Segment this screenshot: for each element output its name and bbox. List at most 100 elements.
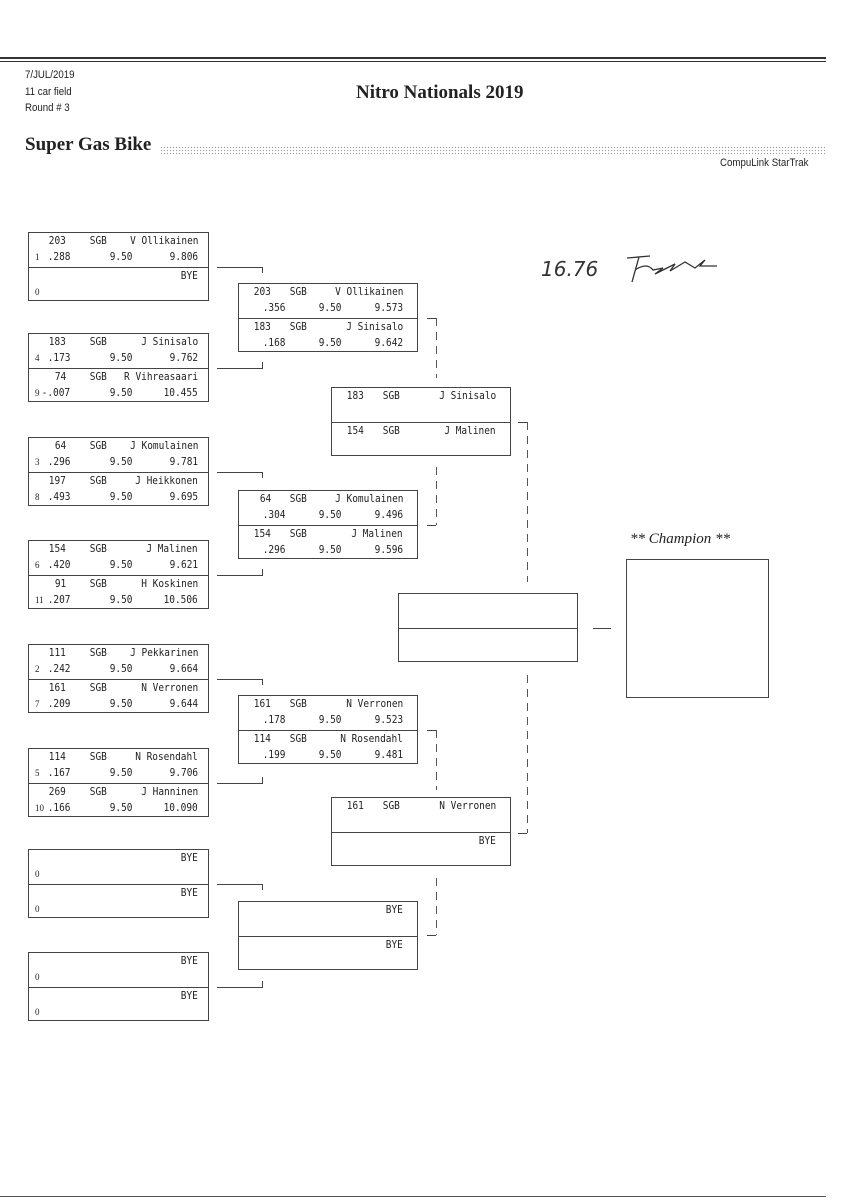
car-number: 203 bbox=[253, 285, 271, 298]
car-number: 183 bbox=[253, 319, 271, 333]
connector bbox=[427, 935, 436, 936]
connector bbox=[262, 362, 263, 368]
elapsed-time: 9.695 bbox=[169, 489, 198, 503]
connector bbox=[262, 777, 263, 783]
brand-label: CompuLink StarTrak bbox=[719, 157, 808, 169]
seed-number: 0 bbox=[35, 903, 40, 914]
racer-name: N Verronen bbox=[439, 799, 496, 812]
champion-box bbox=[626, 559, 769, 698]
elapsed-time: 10.090 bbox=[163, 800, 198, 814]
racer-name: J Pekkarinen bbox=[129, 646, 198, 659]
racer-name: BYE bbox=[180, 268, 198, 282]
racer-name: J Heikkonen bbox=[135, 473, 198, 487]
car-number: 91 bbox=[54, 576, 66, 590]
connector bbox=[427, 730, 436, 731]
class-code: SGB bbox=[89, 750, 107, 763]
racer-name: N Verronen bbox=[141, 680, 198, 694]
racer-name: R Vihreasaari bbox=[123, 369, 198, 383]
car-number: 203 bbox=[48, 234, 66, 247]
connector bbox=[427, 318, 436, 319]
elapsed-time: 9.781 bbox=[169, 455, 198, 468]
racer-slot[interactable]: BYE bbox=[239, 902, 417, 936]
class-code: SGB bbox=[89, 576, 107, 590]
reaction-time: .209 bbox=[47, 696, 70, 710]
car-number: 161 bbox=[346, 799, 364, 812]
racer-slot[interactable]: BYE bbox=[332, 831, 510, 866]
elapsed-time: 9.496 bbox=[374, 508, 403, 521]
car-number: 183 bbox=[346, 389, 364, 402]
elapsed-time: 9.762 bbox=[169, 351, 198, 364]
connector bbox=[217, 884, 263, 885]
connector bbox=[593, 628, 611, 629]
connector bbox=[217, 783, 263, 784]
racer-slot[interactable] bbox=[399, 627, 577, 662]
connector bbox=[217, 679, 263, 680]
champion-label: ** Champion ** bbox=[630, 531, 731, 547]
class-code: SGB bbox=[289, 492, 307, 505]
connector bbox=[262, 884, 263, 890]
seed-number: 10 bbox=[35, 802, 44, 813]
class-code: SGB bbox=[382, 389, 400, 402]
connector bbox=[262, 569, 263, 575]
elapsed-time: 9.573 bbox=[374, 301, 403, 314]
class-code: SGB bbox=[289, 319, 307, 333]
class-code: SGB bbox=[89, 335, 107, 348]
reaction-time: .168 bbox=[262, 335, 285, 349]
racer-slot[interactable]: BYE 0 bbox=[29, 883, 208, 918]
seed-number: 7 bbox=[35, 698, 40, 709]
reaction-time: .296 bbox=[262, 542, 285, 556]
elapsed-time: 9.481 bbox=[374, 747, 403, 761]
dial-in: 9.50 bbox=[109, 592, 132, 606]
racer-name: J Malinen bbox=[351, 526, 403, 540]
racer-name: BYE bbox=[180, 988, 198, 1002]
racer-name: J Malinen bbox=[146, 542, 198, 555]
class-code: SGB bbox=[382, 799, 400, 812]
car-number: 161 bbox=[253, 697, 271, 710]
car-number: 64 bbox=[259, 492, 271, 505]
racer-slot[interactable]: 161 SGB N Verronen bbox=[332, 798, 510, 832]
elapsed-time: 9.642 bbox=[374, 335, 403, 349]
connector bbox=[217, 472, 263, 473]
elapsed-time: 10.455 bbox=[163, 385, 198, 399]
racer-slot[interactable]: 183 SGB J Sinisalo bbox=[332, 388, 510, 422]
car-number: 64 bbox=[54, 439, 66, 452]
reaction-time: .356 bbox=[262, 301, 285, 314]
racer-name: BYE bbox=[180, 885, 198, 899]
racer-name: J Sinisalo bbox=[439, 389, 496, 402]
car-number: 161 bbox=[48, 680, 66, 694]
connector bbox=[262, 981, 263, 987]
dial-in: 9.50 bbox=[318, 508, 341, 521]
reaction-time: .178 bbox=[262, 713, 285, 726]
racer-slot[interactable]: BYE bbox=[239, 935, 417, 970]
racer-slot[interactable] bbox=[399, 594, 577, 628]
reaction-time: .207 bbox=[47, 592, 70, 606]
connector bbox=[262, 679, 263, 685]
racer-name: J Komulainen bbox=[334, 492, 403, 505]
connector bbox=[262, 267, 263, 273]
